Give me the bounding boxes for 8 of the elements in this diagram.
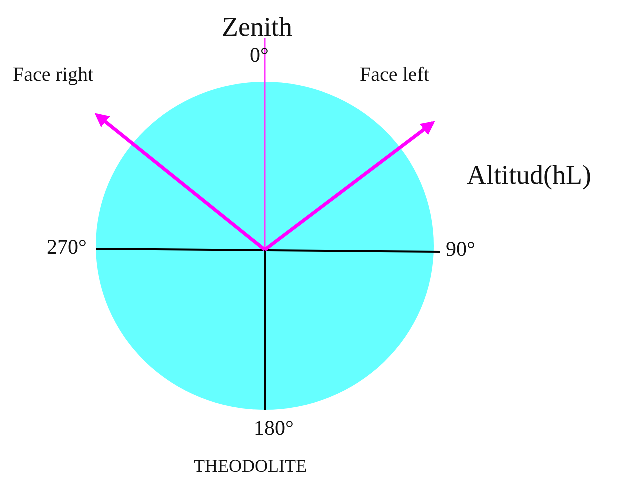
angle-label: 270° [47,237,87,258]
face-label: Face right [13,65,94,85]
caption: THEODOLITE [194,457,307,475]
altitude-label: Altitud(hL) [467,162,592,189]
angle-label: 180° [254,418,294,439]
face-label: Face left [360,65,430,85]
zenith-label: Zenith [222,14,292,41]
angle-label: 90° [446,239,476,260]
